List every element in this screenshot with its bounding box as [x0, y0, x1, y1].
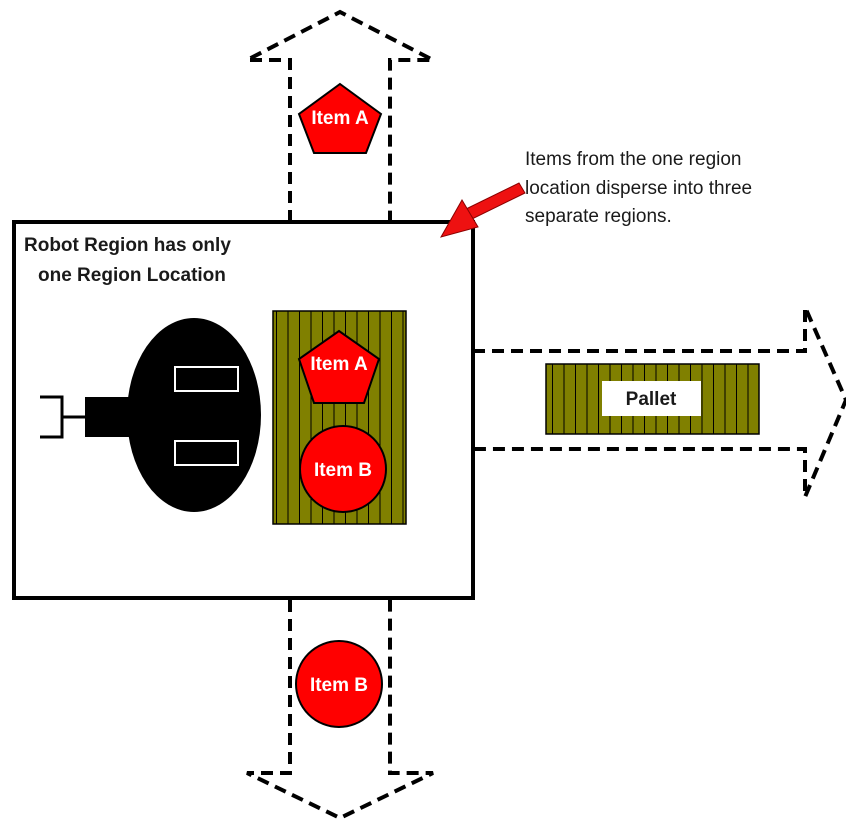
item-b-label-on-pallet: Item B: [314, 460, 372, 481]
item-a-label-top: Item A: [311, 108, 369, 129]
item-a-pentagon-on-pallet: [297, 329, 381, 404]
annotation-line1: Items from the one region: [525, 149, 742, 170]
right-dispersal-arrow: [473, 306, 846, 498]
item-b-circle-on-pallet: [299, 425, 387, 513]
robot-region-title-line2: one Region Location: [38, 265, 226, 286]
red-pointer-arrow: [439, 182, 526, 238]
down-dispersal-arrow: [246, 600, 434, 821]
pallet-label: Pallet: [626, 389, 677, 410]
pallet-label-box: [602, 381, 701, 416]
annotation-line3: separate regions.: [525, 206, 672, 227]
item-b-label-bottom: Item B: [310, 675, 368, 696]
up-dispersal-arrow: [246, 9, 434, 222]
robot-icon: [40, 318, 261, 512]
robot-region-title-line1: Robot Region has only: [24, 235, 231, 256]
annotation-line2: location disperse into three: [525, 178, 752, 199]
item-a-label-on-pallet: Item A: [310, 354, 368, 375]
item-b-circle-bottom: [295, 640, 383, 728]
item-a-pentagon-top: [297, 82, 383, 154]
